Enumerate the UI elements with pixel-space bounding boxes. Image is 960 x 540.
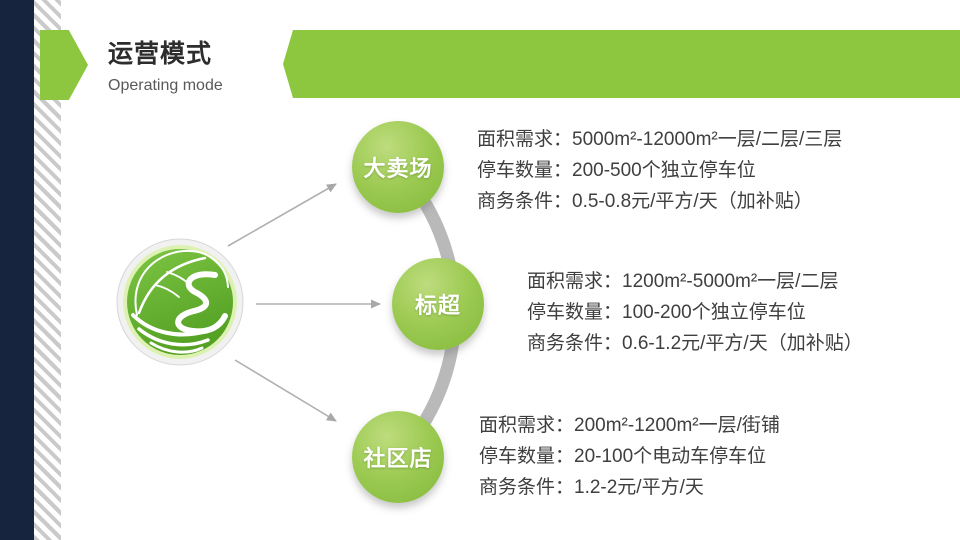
detail-line: 停车数量：200-500个独立停车位 (477, 160, 756, 181)
detail-line: 面积需求：5000m²-12000m²一层/二层/三层 (477, 129, 843, 150)
details-community-store: 面积需求：200m²-1200m²一层/街铺 停车数量：20-100个电动车停车… (479, 410, 780, 503)
left-navy-bar (0, 0, 34, 540)
detail-line: 商务条件：1.2-2元/平方/天 (479, 477, 704, 498)
detail-line: 面积需求：200m²-1200m²一层/街铺 (479, 415, 780, 436)
node-label: 标超 (414, 293, 461, 318)
details-supermarket: 面积需求：1200m²-5000m²一层/二层 停车数量：100-200个独立停… (527, 266, 863, 359)
detail-line: 停车数量：100-200个独立停车位 (527, 302, 806, 323)
detail-line: 停车数量：20-100个电动车停车位 (479, 446, 767, 467)
node-supermarket: 标超 (392, 258, 484, 350)
arrow-to-community-store (234, 359, 337, 422)
detail-line: 面积需求：1200m²-5000m²一层/二层 (527, 271, 839, 292)
page-title: 运营模式 (108, 40, 213, 68)
details-hypermarket: 面积需求：5000m²-12000m²一层/二层/三层 停车数量：200-500… (477, 124, 842, 217)
header-green-banner (283, 30, 960, 98)
title-block: 运营模式 Operating mode (108, 34, 223, 95)
green-leaf-logo (115, 237, 245, 367)
detail-line: 商务条件：0.6-1.2元/平方/天（加补贴） (527, 333, 863, 354)
node-label: 大卖场 (363, 156, 433, 181)
node-hypermarket: 大卖场 (352, 121, 444, 213)
page-subtitle: Operating mode (108, 77, 223, 94)
arrow-to-hypermarket (227, 183, 337, 247)
detail-line: 商务条件：0.5-0.8元/平方/天（加补贴） (477, 191, 813, 212)
node-community-store: 社区店 (352, 411, 444, 503)
node-label: 社区店 (363, 446, 433, 471)
leaf-icon (116, 238, 244, 366)
